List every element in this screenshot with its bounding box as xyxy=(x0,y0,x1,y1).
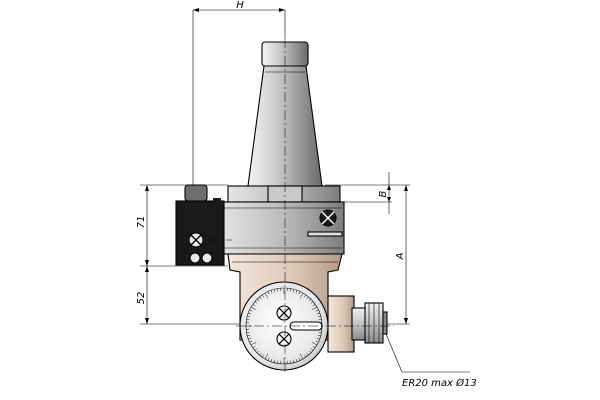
dial-tick xyxy=(250,306,257,311)
dial-tick xyxy=(289,288,291,292)
dial-tick xyxy=(273,359,276,363)
main-body xyxy=(217,201,345,255)
dial-tick xyxy=(246,319,250,321)
dial-tick xyxy=(312,303,316,307)
collet-callout: ER20 max Ø13 xyxy=(385,333,477,389)
collet-callout-label: ER20 max Ø13 xyxy=(402,377,477,389)
dial-tick xyxy=(256,298,260,302)
dial-tick xyxy=(306,352,309,356)
dial-tick xyxy=(315,340,319,343)
dial-tick xyxy=(312,345,316,349)
dial-tick xyxy=(311,341,318,346)
dial-tick xyxy=(267,357,270,361)
dial-tick xyxy=(264,292,269,299)
dial-tick xyxy=(267,291,270,295)
dial-tick xyxy=(289,360,291,364)
dial-tick xyxy=(273,289,276,293)
dial-tick xyxy=(298,357,301,361)
dial-tick xyxy=(315,309,319,312)
dial-tick xyxy=(295,290,298,294)
dimension-lines xyxy=(140,8,410,325)
dial-tick xyxy=(310,348,314,351)
dial-tick xyxy=(316,337,320,340)
dial-tick xyxy=(248,337,252,340)
dial-tick xyxy=(261,354,265,358)
dimension-b-label: B xyxy=(378,190,389,197)
dial-tick xyxy=(246,331,250,333)
stop-block xyxy=(175,184,225,266)
dial-tick xyxy=(252,303,256,307)
dial-tick xyxy=(311,306,318,311)
dial-tick xyxy=(249,309,253,312)
dial-tick xyxy=(292,359,295,363)
dial-tick xyxy=(270,290,273,294)
dial-tick xyxy=(298,291,301,295)
flange xyxy=(227,185,341,203)
dimension-71-label: 71 xyxy=(136,216,147,229)
dial-tick xyxy=(308,298,312,302)
dial-tick xyxy=(252,345,256,349)
dimension-52-label: 52 xyxy=(136,292,147,305)
dial-tick xyxy=(310,301,314,304)
dial-tick xyxy=(277,360,279,364)
dial-tick xyxy=(247,334,251,337)
dial-tick xyxy=(256,350,260,354)
dial-tick xyxy=(277,288,279,292)
dial-tick xyxy=(247,315,251,318)
dial-tick xyxy=(270,358,273,362)
dial-tick xyxy=(308,350,312,354)
dial-tick xyxy=(249,340,253,343)
dimension-h-label: H xyxy=(236,0,244,11)
dial-tick xyxy=(303,294,307,298)
dial-tick xyxy=(299,292,304,299)
dial-tick xyxy=(299,353,304,360)
dimension-a-label: A xyxy=(395,252,406,260)
dial-tick xyxy=(261,294,265,298)
dial-tick xyxy=(264,353,269,360)
dial-tick xyxy=(318,331,322,333)
dial-tick xyxy=(317,334,321,337)
dial-tick xyxy=(248,312,252,315)
center-lines xyxy=(208,38,394,372)
dial-tick xyxy=(292,289,295,293)
dial-tick xyxy=(254,301,258,304)
dial-tick xyxy=(259,296,262,300)
dial-tick xyxy=(254,348,258,351)
dial xyxy=(239,281,329,371)
dial-tick xyxy=(295,358,298,362)
dial-tick xyxy=(306,296,309,300)
dial-tick xyxy=(317,315,321,318)
dial-tick xyxy=(318,319,322,321)
dial-tick xyxy=(303,354,307,358)
dial-tick xyxy=(316,312,320,315)
collet-nut xyxy=(351,302,388,344)
dial-tick xyxy=(259,352,262,356)
dial-tick xyxy=(250,341,257,346)
dial-ticks xyxy=(246,288,322,364)
